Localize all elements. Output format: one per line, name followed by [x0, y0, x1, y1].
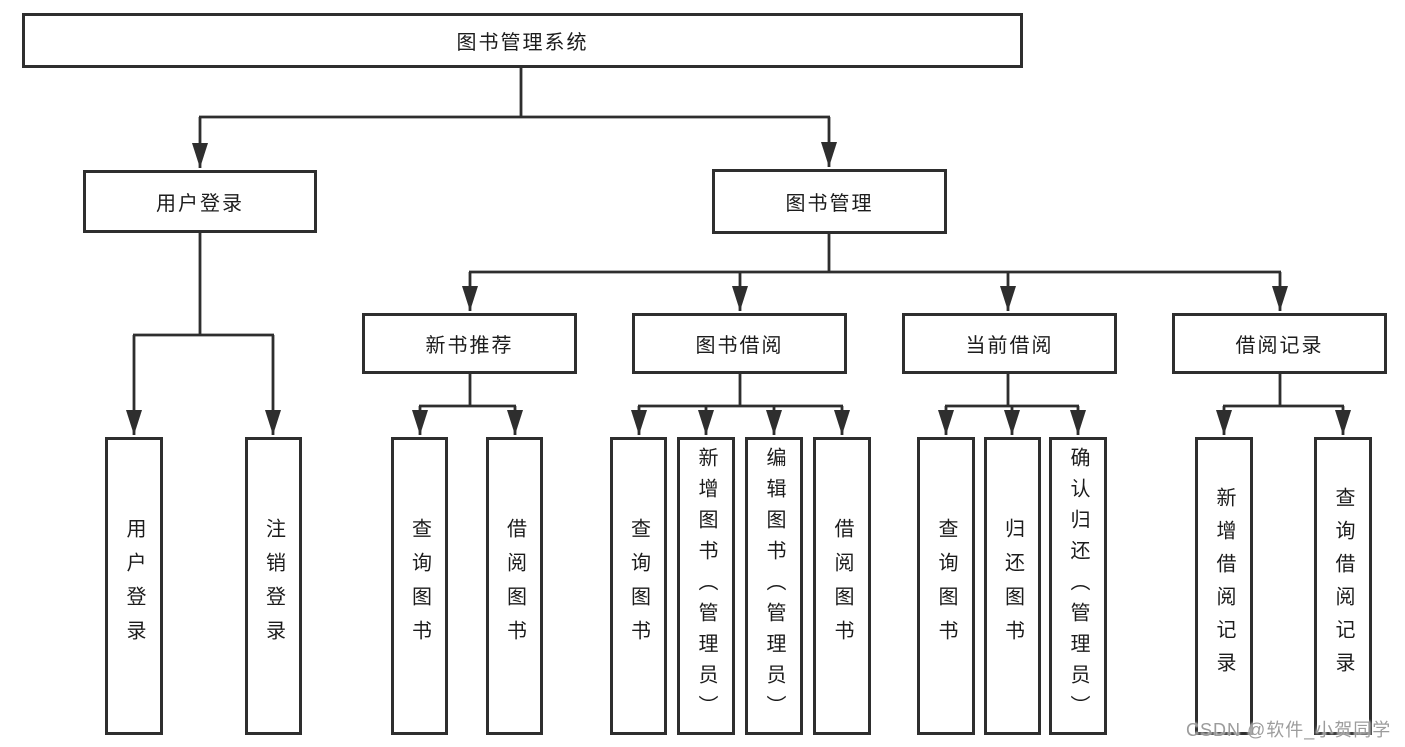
- node-label: 借阅图书: [503, 518, 526, 654]
- node-label: 当前借阅: [965, 335, 1054, 357]
- leaf-confirm-return-admin: 确认归还（管理员）: [1049, 437, 1107, 735]
- node-label: 确认归还（管理员）: [1067, 446, 1089, 726]
- node-label: 查询图书: [408, 518, 431, 654]
- node-current-borrow: 当前借阅: [902, 313, 1117, 374]
- node-label: 编辑图书（管理员）: [763, 446, 785, 726]
- node-label: 图书借阅: [695, 335, 784, 357]
- node-borrow-records: 借阅记录: [1172, 313, 1387, 374]
- leaf-edit-books-admin: 编辑图书（管理员）: [745, 437, 803, 735]
- leaf-return-books: 归还图书: [984, 437, 1041, 735]
- node-label: 查询图书: [627, 518, 650, 654]
- node-label: 查询图书: [935, 518, 957, 654]
- node-label: 图书管理: [785, 193, 874, 215]
- node-label: 图书管理系统: [456, 32, 589, 54]
- node-user-login-module: 用户登录: [83, 170, 317, 233]
- leaf-query-books-recommend: 查询图书: [391, 437, 448, 735]
- leaf-user-login: 用户登录: [105, 437, 163, 735]
- leaf-borrow-books-recommend: 借阅图书: [486, 437, 543, 735]
- leaf-add-books-admin: 新增图书（管理员）: [677, 437, 735, 735]
- node-label: 新增借阅记录: [1213, 487, 1235, 685]
- node-label: 借阅图书: [831, 518, 853, 654]
- node-new-book-recommend: 新书推荐: [362, 313, 577, 374]
- leaf-query-borrow-record: 查询借阅记录: [1314, 437, 1372, 735]
- node-book-management-module: 图书管理: [712, 169, 947, 234]
- node-label: 新增图书（管理员）: [695, 446, 717, 726]
- leaf-query-books-current: 查询图书: [917, 437, 975, 735]
- leaf-query-books-borrow: 查询图书: [610, 437, 667, 735]
- node-label: 注销登录: [262, 518, 285, 654]
- node-label: 新书推荐: [425, 335, 514, 357]
- leaf-add-borrow-record: 新增借阅记录: [1195, 437, 1253, 735]
- node-label: 查询借阅记录: [1332, 487, 1354, 685]
- node-label: 归还图书: [1001, 518, 1024, 654]
- node-root-system: 图书管理系统: [22, 13, 1023, 68]
- leaf-logout: 注销登录: [245, 437, 302, 735]
- leaf-borrow-books: 借阅图书: [813, 437, 871, 735]
- node-book-borrow: 图书借阅: [632, 313, 847, 374]
- node-label: 借阅记录: [1235, 335, 1324, 357]
- node-label: 用户登录: [156, 193, 244, 215]
- node-label: 用户登录: [123, 518, 145, 654]
- csdn-watermark: CSDN @软件_小贺同学: [1186, 720, 1392, 740]
